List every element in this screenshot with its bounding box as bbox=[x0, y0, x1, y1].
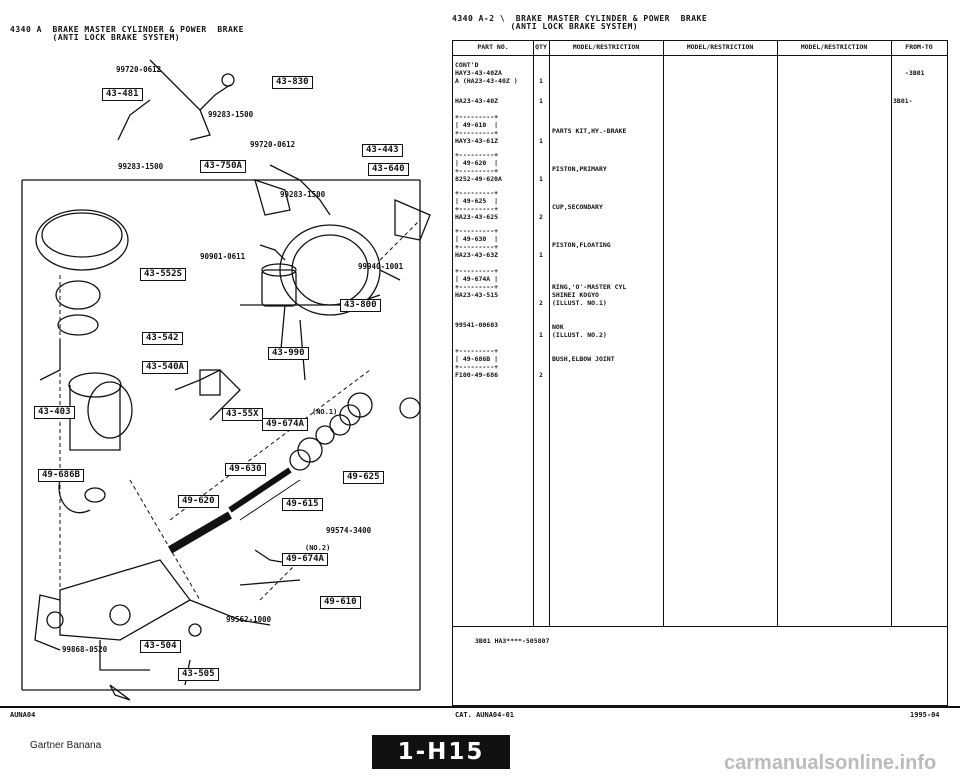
callout-49-615: 49-615 bbox=[282, 498, 323, 511]
table-row-part: +---------+ | 49-620 | +---------+ 8252-… bbox=[455, 151, 502, 183]
right-header-line2: (ANTI LOCK BRAKE SYSTEM) bbox=[452, 22, 639, 31]
part-number-label: 99283-1500 bbox=[208, 110, 254, 119]
header-qty: QTY bbox=[535, 43, 547, 51]
table-row-from: -3B01 bbox=[905, 69, 925, 77]
table-row-part: +---------+ | 49-610 | +---------+ HAY3-… bbox=[455, 113, 499, 145]
table-footer-note: 3B01 HA3****-505807 bbox=[475, 637, 550, 645]
table-row-desc: BUSH,ELBOW JOINT bbox=[552, 355, 615, 363]
table-row-desc: PISTON,FLOATING bbox=[552, 241, 611, 249]
part-number-label: 99283-1500 bbox=[118, 162, 164, 171]
table-row-desc: NOK (ILLUST. NO.2) bbox=[552, 323, 607, 339]
callout-43-830: 43-830 bbox=[272, 76, 313, 89]
table-header: PART NO. QTY MODEL/RESTRICTION MODEL/RES… bbox=[453, 41, 947, 56]
callout-43-481: 43-481 bbox=[102, 88, 143, 101]
right-header-line1: 4340 A-2 \ BRAKE MASTER CYLINDER & POWER… bbox=[452, 14, 708, 23]
callout-43-640: 43-640 bbox=[368, 163, 409, 176]
header-model-3: MODEL/RESTRICTION bbox=[800, 43, 868, 51]
callout-43-403: 43-403 bbox=[34, 406, 75, 419]
source-watermark-left: Gartner Banana bbox=[30, 740, 102, 751]
part-number-label: 99868-0520 bbox=[62, 645, 108, 654]
callout-43-540a: 43-540A bbox=[142, 361, 188, 374]
publication-date: 1995-04 bbox=[910, 711, 940, 719]
part-number-label: 90901-0611 bbox=[200, 252, 246, 261]
table-row-part: 99541-00603 bbox=[455, 321, 499, 329]
table-row-qty: 1 bbox=[539, 137, 543, 145]
callout-43-800: 43-800 bbox=[340, 299, 381, 312]
callout-49-674a-no2: 49-674A bbox=[282, 553, 328, 566]
callout-49-686b: 49-686B bbox=[38, 469, 84, 482]
part-number-label: 99574-3400 bbox=[326, 526, 372, 535]
callout-49-625-upper: 49-625 bbox=[343, 471, 384, 484]
part-number-label: 99720-0612 bbox=[116, 65, 162, 74]
table-row-qty: 1 bbox=[539, 251, 543, 259]
column-divider bbox=[891, 41, 892, 626]
table-row-desc: PISTON,PRIMARY bbox=[552, 165, 607, 173]
column-divider bbox=[533, 41, 534, 626]
table-row-qty: 2 bbox=[539, 371, 543, 379]
table-row-qty: 2 bbox=[539, 213, 543, 221]
table-footer-divider bbox=[453, 626, 947, 627]
catalog-code: CAT. AUNA04-01 bbox=[455, 711, 515, 719]
callout-49-620: 49-620 bbox=[178, 495, 219, 508]
bottom-rule bbox=[0, 706, 960, 708]
page-number-badge: 1-H15 bbox=[372, 735, 510, 769]
illustration-note-2: (NO.2) bbox=[305, 544, 331, 552]
parts-table: PART NO. QTY MODEL/RESTRICTION MODEL/RES… bbox=[452, 40, 948, 706]
callout-49-610: 49-610 bbox=[320, 596, 361, 609]
table-row-part: +---------+ | 49-674A | +---------+ HA23… bbox=[455, 267, 499, 299]
illustration-code: AUNA04 bbox=[10, 711, 36, 719]
callout-43-990: 43-990 bbox=[268, 347, 309, 360]
table-row-qty: 1 bbox=[539, 97, 543, 105]
callout-43-542: 43-542 bbox=[142, 332, 183, 345]
table-row-qty: 1 bbox=[539, 175, 543, 183]
table-row-desc: PARTS KIT,HY.-BRAKE bbox=[552, 127, 627, 135]
diagram-drawing bbox=[21, 59, 431, 701]
part-number-label: 99720-0612 bbox=[250, 140, 296, 149]
table-row-desc: RING,'O'-MASTER CYL SHINEI KOGYO (ILLUST… bbox=[552, 283, 627, 307]
table-row-qty: 1 bbox=[539, 331, 543, 339]
header-from-to: FROM-TO bbox=[905, 43, 933, 51]
column-divider bbox=[663, 41, 664, 626]
exploded-parts-diagram: 43-481 43-830 43-750A 43-443 43-640 43-5… bbox=[0, 40, 440, 705]
callout-43-55x: 43-55X bbox=[222, 408, 263, 421]
table-row-part: CONT'D HAY3-43-40ZA A (HA23-43-40Z ) bbox=[455, 61, 518, 85]
header-part-no: PART NO. bbox=[477, 43, 509, 51]
callout-49-674a-no1: 49-674A bbox=[262, 418, 308, 431]
illustration-note-1: (NO.1) bbox=[312, 408, 338, 416]
callout-43-443: 43-443 bbox=[362, 144, 403, 157]
left-header-line2: (ANTI LOCK BRAKE SYSTEM) bbox=[10, 33, 181, 42]
table-row-qty: 2 bbox=[539, 299, 543, 307]
part-number-label: 99562-1000 bbox=[226, 615, 272, 624]
callout-43-505: 43-505 bbox=[178, 668, 219, 681]
left-header-line1: 4340 A BRAKE MASTER CYLINDER & POWER BRA… bbox=[10, 25, 244, 34]
callout-43-504: 43-504 bbox=[140, 640, 181, 653]
callout-49-630: 49-630 bbox=[225, 463, 266, 476]
header-model-1: MODEL/RESTRICTION bbox=[572, 43, 640, 51]
callout-43-552s: 43-552S bbox=[140, 268, 186, 281]
part-number-label: 99940-1001 bbox=[358, 262, 404, 271]
table-row-part: +---------+ | 49-625 | +---------+ HA23-… bbox=[455, 189, 499, 221]
source-watermark-right: carmanualsonline.info bbox=[724, 752, 937, 774]
table-row-part: HA23-43-40Z bbox=[455, 97, 499, 105]
table-row-desc: CUP,SECONDARY bbox=[552, 203, 603, 211]
table-row-part: +---------+ | 49-686B | +---------+ F100… bbox=[455, 347, 499, 379]
column-divider bbox=[549, 41, 550, 626]
callout-43-750a: 43-750A bbox=[200, 160, 246, 173]
header-model-2: MODEL/RESTRICTION bbox=[686, 43, 754, 51]
table-row-qty: 1 bbox=[539, 77, 543, 85]
table-row-part: +---------+ | 49-630 | +---------+ HA23-… bbox=[455, 227, 499, 259]
column-divider bbox=[777, 41, 778, 626]
table-row-from: 3B01- bbox=[893, 97, 913, 105]
part-number-label: 99283-1500 bbox=[280, 190, 326, 199]
